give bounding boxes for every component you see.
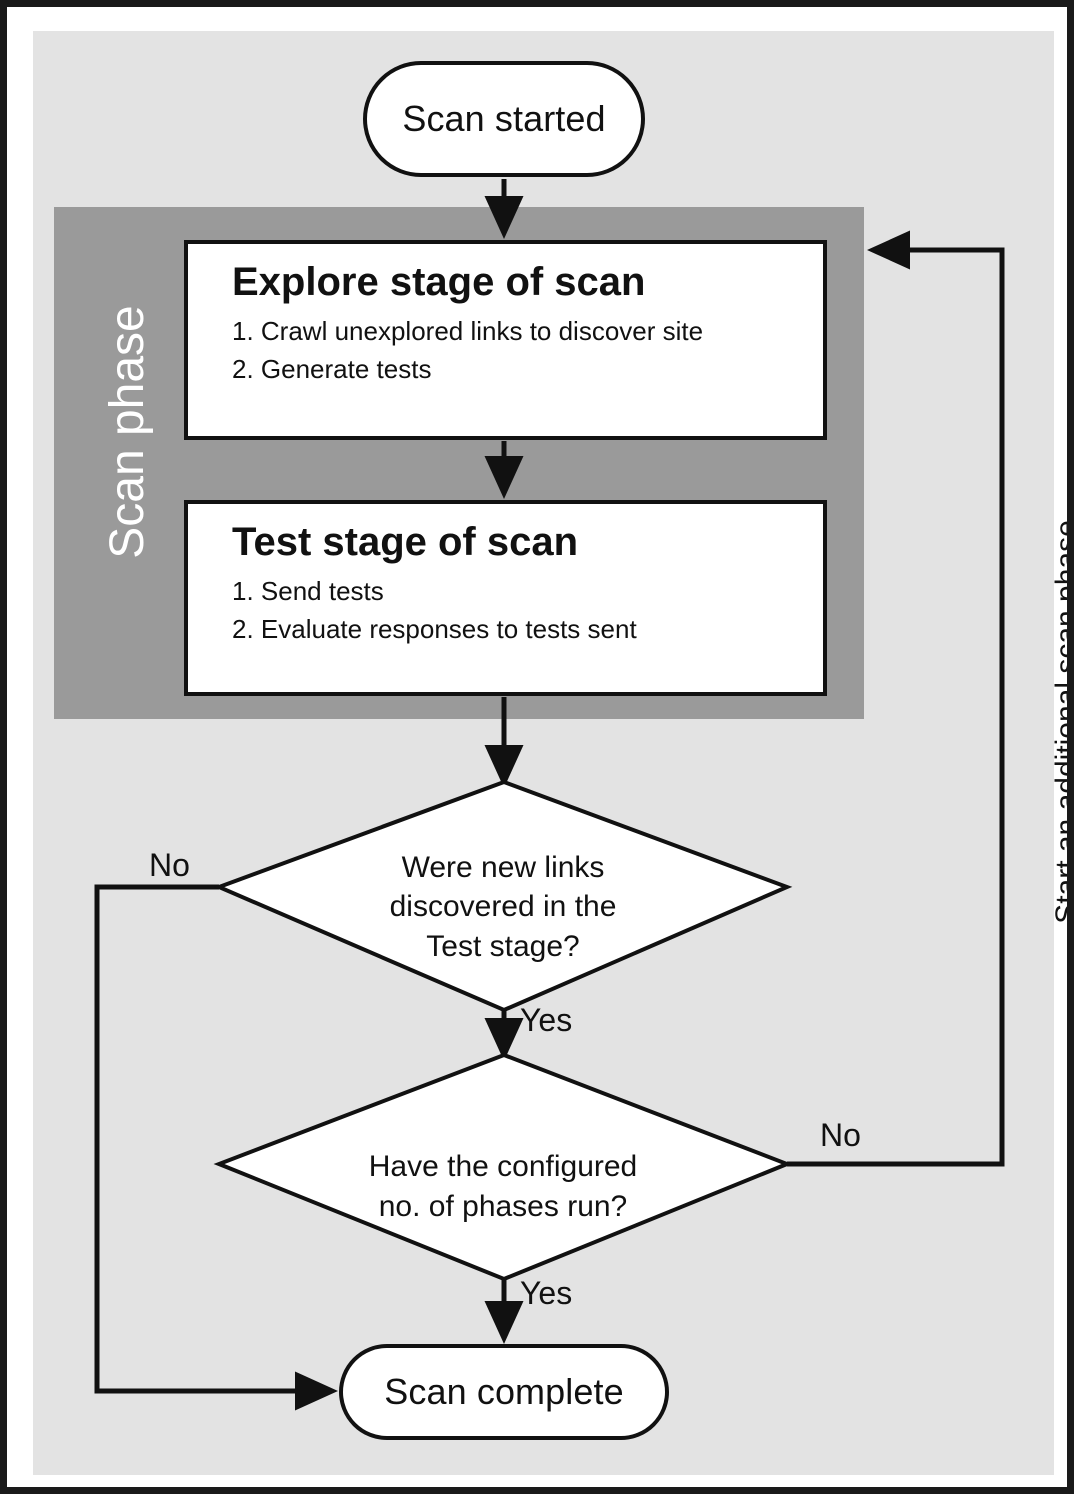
edge-label-phases-no: No bbox=[820, 1117, 861, 1153]
decision-newlinks-line: Were new links bbox=[401, 850, 605, 884]
decision-phases-line: no. of phases run? bbox=[378, 1190, 628, 1223]
test-stage-box[interactable]: Test stage of scan 1. Send tests 2. Eval… bbox=[184, 500, 827, 696]
explore-stage-step: 2. Generate tests bbox=[232, 354, 432, 385]
explore-stage-box[interactable]: Explore stage of scan 1. Crawl unexplore… bbox=[184, 240, 827, 440]
explore-stage-step: 1. Crawl unexplored links to discover si… bbox=[232, 316, 704, 346]
edge-label-newlinks-yes: Yes bbox=[520, 1002, 573, 1038]
decision-newlinks-line: Test stage? bbox=[426, 929, 580, 963]
test-stage-step: 2. Evaluate responses to tests sent bbox=[232, 614, 637, 645]
explore-stage-steps: 1. Crawl unexplored links to discover si… bbox=[232, 312, 779, 389]
edge-label-newlinks-no: No bbox=[149, 847, 190, 883]
decision-newlinks-line: discovered in the bbox=[389, 890, 617, 924]
edge-label-phases-yes: Yes bbox=[520, 1275, 573, 1311]
decision-newlinks-label[interactable]: Were new links discovered in the Test st… bbox=[263, 807, 743, 1007]
decision-phases-line: Have the configured bbox=[368, 1150, 638, 1184]
test-stage-title: Test stage of scan bbox=[232, 520, 579, 564]
decision-phases-label[interactable]: Have the configured no. of phases run? bbox=[263, 1097, 743, 1277]
end-node[interactable]: Scan complete bbox=[339, 1344, 669, 1440]
edge-label-restart-loop: Start an additional scan phase bbox=[1050, 520, 1074, 924]
start-node[interactable]: Scan started bbox=[363, 61, 645, 177]
explore-stage-title: Explore stage of scan bbox=[232, 260, 646, 304]
scan-phase-band-label: Scan phase bbox=[100, 305, 154, 559]
test-stage-step: 1. Send tests bbox=[232, 576, 384, 606]
test-stage-steps: 1. Send tests 2. Evaluate responses to t… bbox=[232, 572, 779, 649]
